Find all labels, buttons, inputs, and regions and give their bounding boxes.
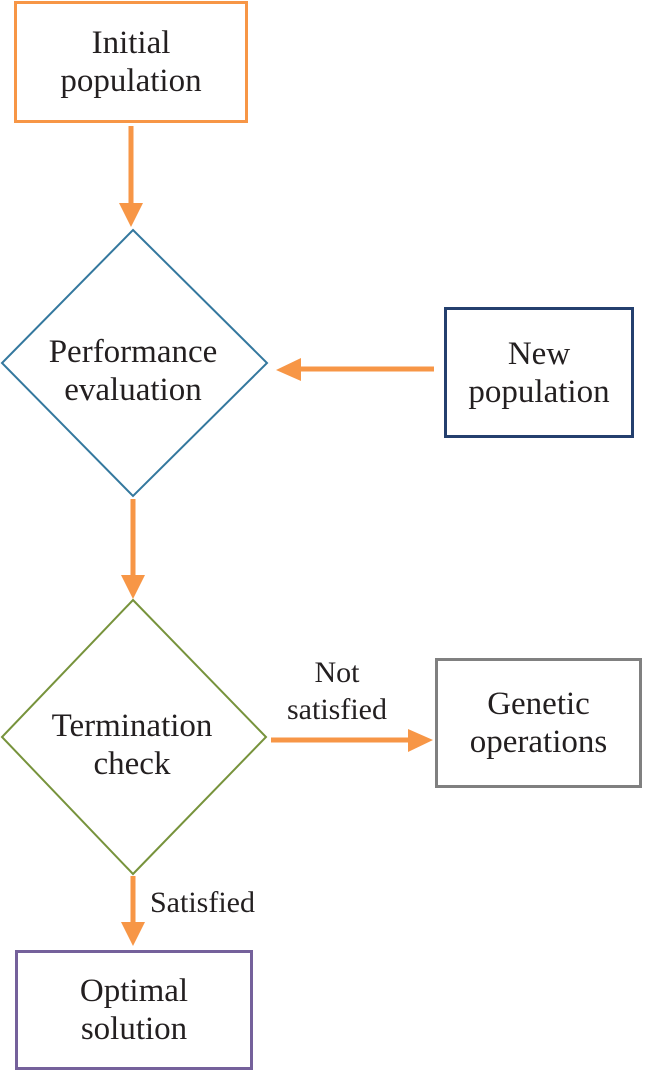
node-new-population: New population	[444, 307, 634, 438]
label-line: solution	[80, 1011, 188, 1047]
termination-check-diamond	[0, 598, 268, 876]
arrowhead-down-icon	[121, 575, 145, 599]
label-line: Not	[314, 656, 360, 689]
label-line: Performance	[48, 334, 218, 370]
arrowhead-down-icon	[119, 203, 143, 227]
node-initial-population-label: Initial population	[60, 24, 201, 100]
label-line: Satisfied	[150, 886, 255, 919]
node-genetic-operations-label: Genetic operations	[470, 685, 607, 761]
node-termination-check-label: Termination check	[0, 707, 264, 783]
node-optimal-solution: Optimal solution	[15, 950, 253, 1070]
label-line: evaluation	[64, 372, 202, 408]
arrowhead-right-icon	[408, 729, 433, 752]
node-genetic-operations: Genetic operations	[435, 658, 642, 788]
arrowhead-down-icon	[121, 922, 145, 946]
label-line: operations	[469, 724, 608, 760]
arrow-newpop-to-evaluation	[276, 358, 434, 381]
arrowhead-left-icon	[276, 358, 301, 381]
label-line: Initial	[91, 25, 171, 61]
label-line: Genetic	[487, 686, 590, 722]
arrow-evaluation-to-termination	[121, 499, 145, 599]
label-line: check	[93, 746, 171, 782]
arrow-termination-to-genetic	[271, 729, 433, 752]
arrow-initial-to-evaluation	[119, 126, 143, 227]
node-performance-evaluation-label: Performance evaluation	[0, 333, 266, 409]
label-line: satisfied	[287, 693, 387, 726]
edge-label-satisfied: Satisfied	[150, 884, 255, 921]
label-line: New	[507, 335, 571, 372]
node-optimal-solution-label: Optimal solution	[80, 972, 188, 1048]
node-initial-population: Initial population	[14, 1, 248, 123]
arrow-termination-to-optimal	[121, 876, 145, 946]
label-line: population	[468, 373, 610, 410]
label-line: Termination	[51, 708, 213, 744]
label-line: Optimal	[79, 973, 189, 1009]
performance-evaluation-diamond	[0, 228, 269, 498]
label-line: population	[60, 63, 202, 99]
edge-label-not-satisfied: Not satisfied	[272, 654, 402, 728]
node-new-population-label: New population	[468, 335, 609, 411]
